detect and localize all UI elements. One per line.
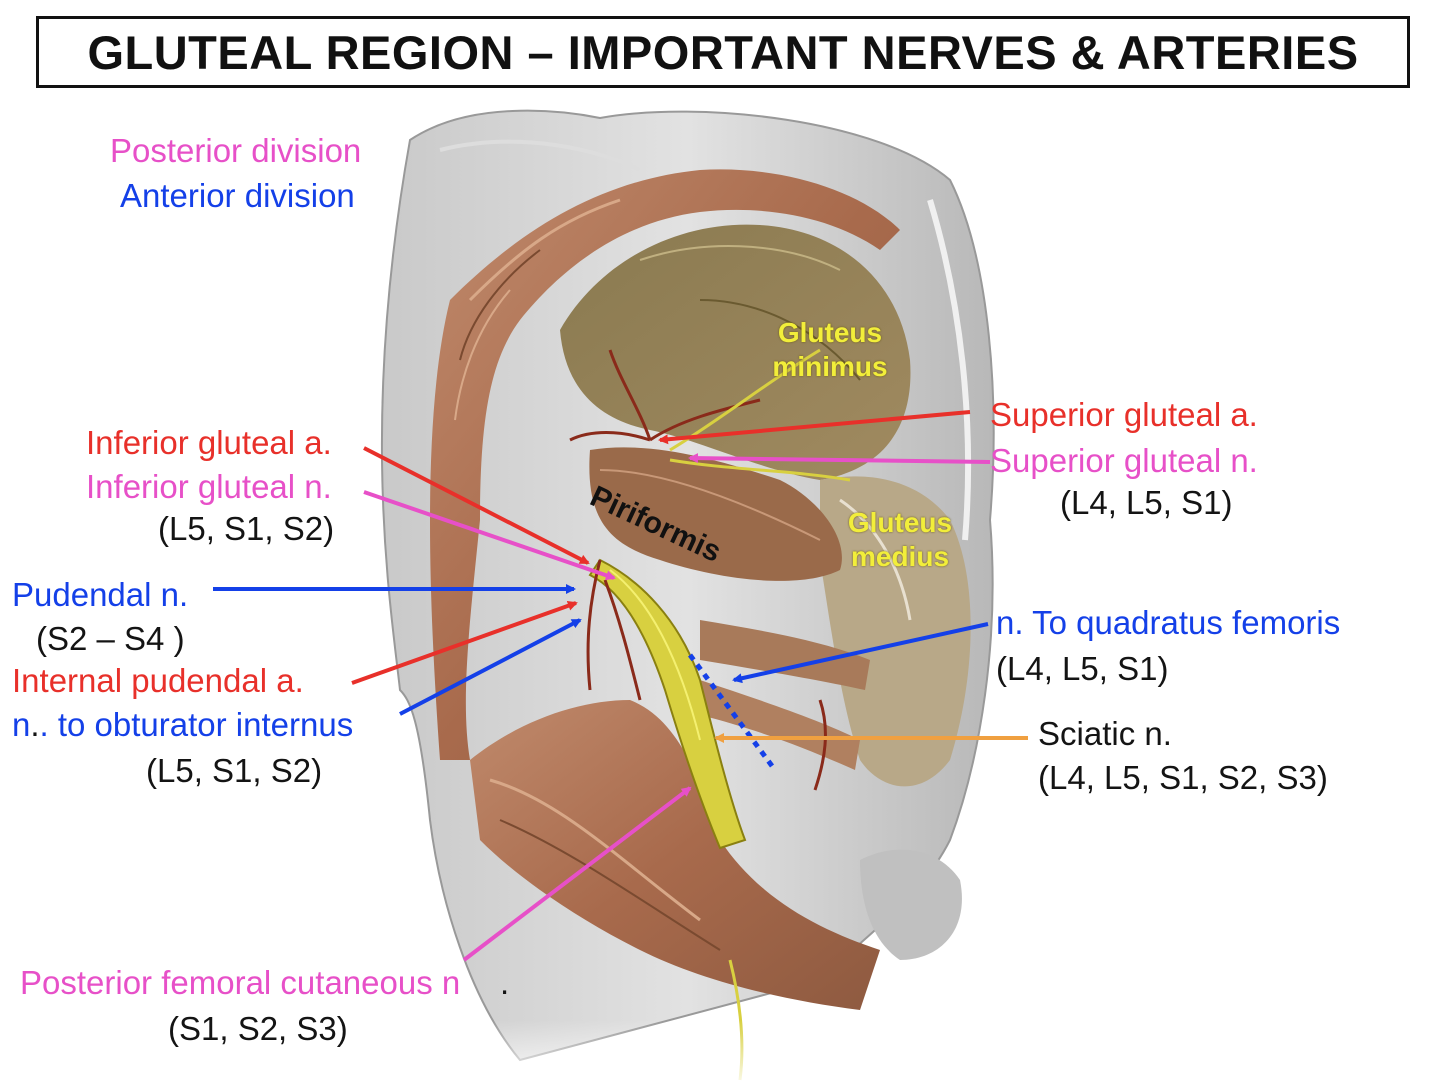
gluteus-minimus-region bbox=[560, 224, 911, 480]
arrow-obturator-internus-n bbox=[399, 618, 582, 716]
arrow-posterior-femoral-cutaneous-n bbox=[462, 786, 692, 962]
label-inferior-gluteal-nerve-roots: (L5, S1, S2) bbox=[158, 510, 335, 547]
label-nerve-to-obturator-internus-prefix: n bbox=[12, 706, 31, 743]
gluteus-medius-region bbox=[820, 476, 971, 787]
arrow-internal-pudendal-a bbox=[351, 600, 578, 685]
arrow-inferior-gluteal-a bbox=[363, 446, 590, 565]
label-superior-gluteal-nerve: Superior gluteal n. bbox=[990, 442, 1258, 479]
label-gluteus-medius-line2: medius bbox=[850, 541, 950, 572]
label-posterior-femoral-cutaneous-roots: (S1, S2, S3) bbox=[168, 1010, 348, 1047]
hamstring-muscles bbox=[470, 700, 880, 1010]
label-sciatic-nerve: Sciatic n. bbox=[1038, 715, 1172, 752]
label-inferior-gluteal-artery: Inferior gluteal a. bbox=[86, 424, 332, 461]
label-sciatic-nerve-box: Sciatic n. (L4, L5, S1, S2, S3) bbox=[1028, 708, 1338, 804]
piriformis-muscle bbox=[589, 447, 842, 581]
label-gluteus-minimus: Gluteus minimus bbox=[760, 316, 900, 384]
sciatic-nerve bbox=[588, 558, 747, 850]
label-nerve-to-quadratus-femoris-roots: (L4, L5, S1) bbox=[996, 650, 1169, 687]
label-nerve-to-quadratus-femoris: n. To quadratus femoris bbox=[996, 604, 1341, 641]
gluteus-maximus-band bbox=[430, 169, 900, 761]
arrow-superior-gluteal-a bbox=[658, 410, 971, 445]
label-posterior-femoral-cutaneous-nerve: Posterior femoral cutaneous n bbox=[20, 964, 461, 1001]
label-nerve-to-obturator-internus-roots: (L5, S1, S2) bbox=[146, 752, 323, 789]
label-pudendal-nerve-roots: (S2 – S4 ) bbox=[36, 620, 185, 657]
label-superior-gluteal-nerve-roots: (L4, L5, S1) bbox=[1060, 484, 1233, 521]
label-sciatic-nerve-roots: (L4, L5, S1, S2, S3) bbox=[1038, 759, 1328, 796]
label-gluteus-medius-line1: Gluteus bbox=[847, 507, 953, 538]
label-gluteus-minimus-line2: minimus bbox=[772, 351, 888, 382]
label-gluteus-medius: Gluteus medius bbox=[830, 506, 970, 574]
label-superior-gluteal-artery: Superior gluteal a. bbox=[990, 396, 1258, 433]
arrow-quadratus-femoris-n bbox=[732, 622, 989, 684]
label-inferior-gluteal-nerve: Inferior gluteal n. bbox=[86, 468, 332, 505]
diagram-title: GLUTEAL REGION – IMPORTANT NERVES & ARTE… bbox=[36, 16, 1410, 88]
legend-posterior-division: Posterior division bbox=[110, 132, 362, 169]
label-posterior-femoral-cutaneous-dot: . bbox=[500, 964, 510, 1001]
arrow-inferior-gluteal-n bbox=[363, 490, 616, 581]
label-nerve-to-obturator-internus: n.. to obturator internus bbox=[12, 706, 353, 744]
label-nerve-to-obturator-internus-dot: . bbox=[30, 706, 40, 743]
legend-anterior-division: Anterior division bbox=[120, 177, 355, 214]
label-internal-pudendal-artery: Internal pudendal a. bbox=[12, 662, 304, 699]
label-pudendal-nerve: Pudendal n. bbox=[12, 576, 189, 613]
label-gluteus-minimus-line1: Gluteus bbox=[777, 317, 883, 348]
arrow-superior-gluteal-n bbox=[688, 453, 991, 464]
label-nerve-to-obturator-internus-text: . to obturator internus bbox=[39, 706, 354, 743]
